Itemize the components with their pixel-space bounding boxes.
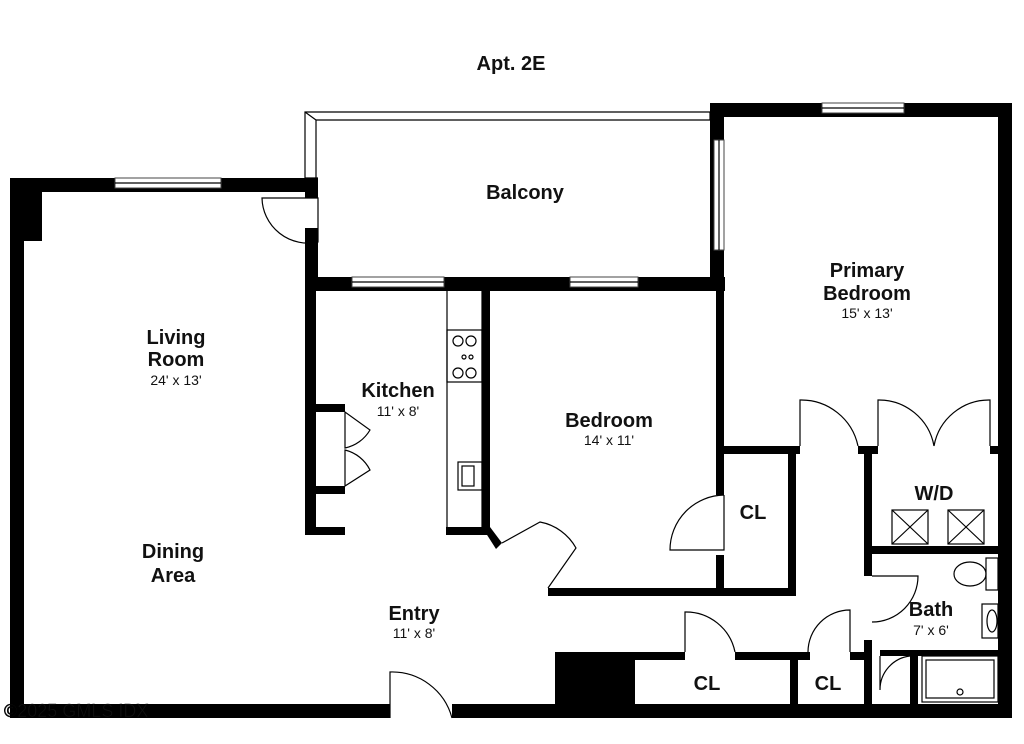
dining-area-label-line1: Dining: [142, 541, 204, 563]
bath-dims: 7' x 6': [913, 622, 949, 638]
living-room-label-line1: Living: [147, 327, 206, 349]
windows: [114, 102, 905, 288]
entry-dims: 11' x 8': [393, 625, 435, 641]
entry-label: Entry: [388, 603, 440, 625]
shower-icon: [921, 655, 999, 703]
bedroom-label: Bedroom: [565, 410, 653, 432]
doors: [261, 197, 991, 719]
balcony-label: Balcony: [486, 182, 565, 204]
primary-bedroom-label-line1: Primary: [830, 260, 905, 282]
primary-bedroom-dims: 15' x 13': [841, 305, 892, 321]
dining-area-label-line2: Area: [151, 565, 196, 587]
wd-label: W/D: [915, 483, 954, 505]
entry-closet-right-label: CL: [815, 673, 842, 695]
living-room-dims: 24' x 13': [150, 372, 201, 388]
balcony-outline: [304, 111, 711, 179]
stove-icon: [446, 329, 483, 383]
primary-bedroom-label-line2: Bedroom: [823, 283, 911, 305]
entry-closet-left-label: CL: [694, 673, 721, 695]
bedroom-dims: 14' x 11': [584, 432, 634, 448]
bath-label: Bath: [909, 599, 953, 621]
washer-dryer-icon: [891, 509, 985, 545]
kitchen-label: Kitchen: [361, 380, 434, 402]
bedroom-closet-label: CL: [740, 502, 767, 524]
fixtures: [446, 289, 999, 703]
bath-sink-icon: [981, 603, 999, 639]
plan-title: Apt. 2E: [477, 53, 546, 75]
kitchen-sink-icon: [457, 461, 483, 491]
kitchen-dims: 11' x 8': [377, 403, 419, 419]
watermark: ©2025 GMLS IDX: [4, 701, 148, 721]
living-room-label-line2: Room: [148, 349, 205, 371]
toilet-icon: [953, 557, 999, 591]
